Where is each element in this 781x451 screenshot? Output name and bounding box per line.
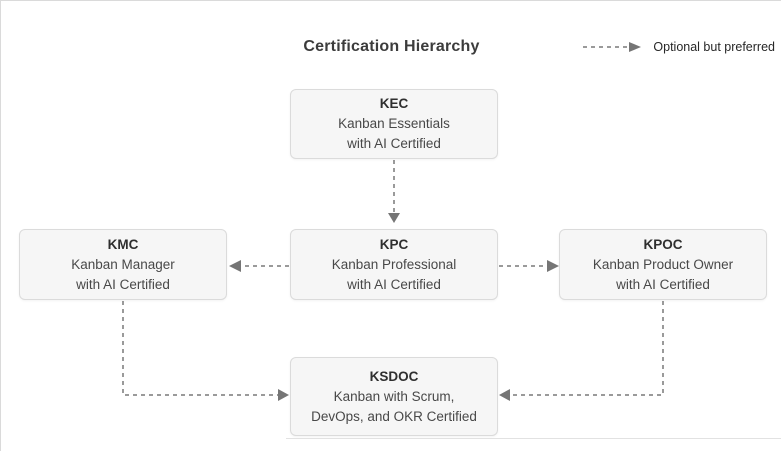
legend-label: Optional but preferred bbox=[653, 40, 775, 54]
connector-kmc-to-ksdoc bbox=[122, 301, 289, 401]
connector-kpc-to-kpoc bbox=[499, 260, 559, 272]
node-kpoc-desc: Kanban Product Owner with AI Certified bbox=[592, 256, 734, 292]
node-kec-code: KEC bbox=[379, 96, 409, 111]
node-kpc-code: KPC bbox=[379, 236, 409, 252]
node-kpoc-code: KPOC bbox=[643, 236, 683, 252]
node-kmc: KMC Kanban Manager with AI Certified bbox=[19, 229, 227, 300]
node-kpc-desc: Kanban Professional with AI Certified bbox=[331, 256, 457, 292]
node-ksdoc-code: KSDOC bbox=[369, 368, 419, 384]
connector-kpoc-to-ksdoc bbox=[499, 301, 664, 401]
node-kpoc: KPOC Kanban Product Owner with AI Certif… bbox=[559, 229, 767, 300]
node-kmc-code: KMC bbox=[107, 236, 139, 252]
dashed-arrow-icon bbox=[583, 42, 642, 52]
legend: Optional but preferred bbox=[582, 40, 775, 54]
node-kmc-desc: Kanban Manager with AI Certified bbox=[71, 256, 175, 292]
canvas-bottom-edge bbox=[286, 438, 781, 439]
connector-kec-to-kpc bbox=[388, 160, 400, 223]
node-kec: KEC Kanban Essentials with AI Certified bbox=[290, 89, 498, 159]
node-kpc: KPC Kanban Professional with AI Certifie… bbox=[290, 229, 498, 300]
node-kec-desc: Kanban Essentials with AI Certified bbox=[338, 116, 450, 151]
connector-kpc-to-kmc bbox=[229, 260, 289, 272]
node-ksdoc-desc: Kanban with Scrum, DevOps, and OKR Certi… bbox=[311, 388, 477, 424]
diagram-title: Certification Hierarchy bbox=[303, 38, 480, 55]
node-ksdoc: KSDOC Kanban with Scrum, DevOps, and OKR… bbox=[290, 357, 498, 436]
